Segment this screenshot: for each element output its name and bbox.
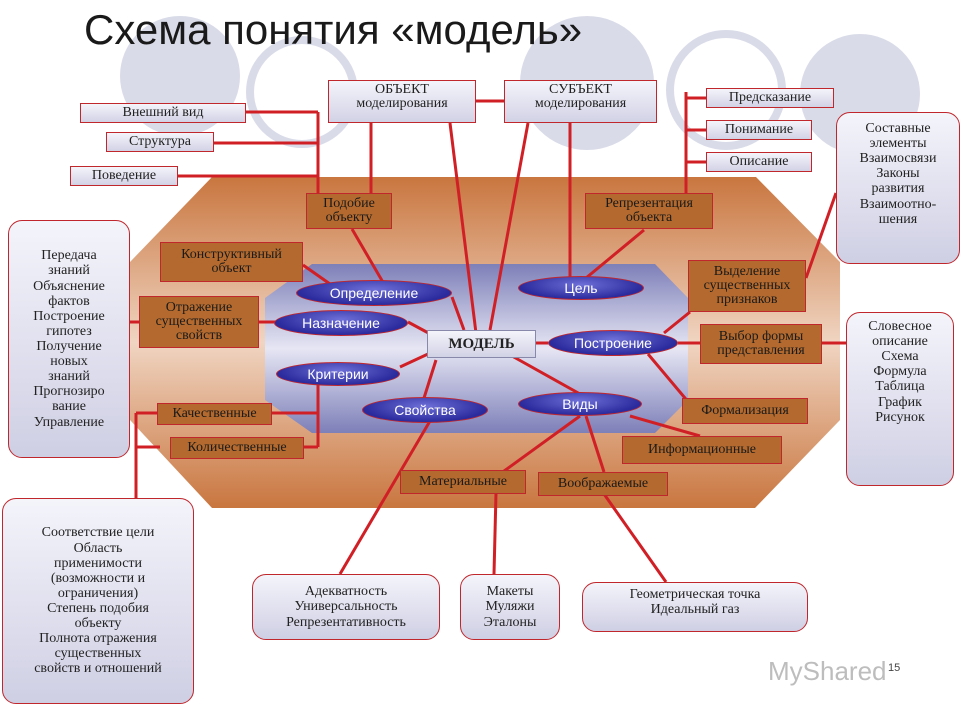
imaginary-box: Воображаемые bbox=[538, 472, 668, 496]
page-title: Схема понятия «модель» bbox=[84, 6, 583, 53]
purpose-oval: Назначение bbox=[274, 310, 408, 336]
types-oval: Виды bbox=[518, 392, 642, 416]
representation-box: Репрезентация объекта bbox=[585, 193, 713, 229]
forms-panel: Словесное описание Схема Формула Таблица… bbox=[846, 312, 954, 486]
similarity-box: Подобие объекту bbox=[306, 193, 392, 229]
components-panel: Составные элементы Взаимосвязи Законы ра… bbox=[836, 112, 960, 264]
appearance-label: Внешний вид bbox=[80, 103, 246, 123]
informational-box: Информационные bbox=[622, 436, 782, 464]
properties-list-panel: Адекватность Универсальность Репрезентат… bbox=[252, 574, 440, 640]
properties-oval: Свойства bbox=[362, 397, 488, 423]
behavior-label: Поведение bbox=[70, 166, 178, 186]
object-box: ОБЪЕКТ моделирования bbox=[328, 80, 476, 123]
watermark-logo: MyShared bbox=[768, 656, 887, 686]
selection-box: Выделение существенных признаков bbox=[688, 260, 806, 312]
material-list-panel: Макеты Муляжи Эталоны bbox=[460, 574, 560, 640]
constructive-object-box: Конструктивный объект bbox=[160, 242, 303, 282]
page-number: 15 bbox=[888, 662, 901, 674]
structure-label: Структура bbox=[106, 132, 214, 152]
formalization-box: Формализация bbox=[682, 398, 808, 424]
material-box: Материальные bbox=[400, 470, 526, 494]
criteria-list-panel: Соответствие цели Область применимости (… bbox=[2, 498, 194, 704]
imaginary-list-panel: Геометрическая точка Идеальный газ bbox=[582, 582, 808, 632]
definition-oval: Определение bbox=[296, 280, 452, 306]
form-choice-box: Выбор формы представления bbox=[700, 324, 822, 364]
reflection-box: Отражение существенных свойств bbox=[139, 296, 259, 348]
model-center-box: МОДЕЛЬ bbox=[427, 330, 536, 358]
qualitative-box: Качественные bbox=[157, 403, 272, 425]
construction-oval: Построение bbox=[548, 330, 678, 356]
description-label: Описание bbox=[706, 152, 812, 172]
subject-box: СУБЪЕКТ моделирования bbox=[504, 80, 657, 123]
criteria-oval: Критерии bbox=[276, 362, 400, 386]
uses-panel: Передача знаний Объяснение фактов Постро… bbox=[8, 220, 130, 458]
quantitative-box: Количественные bbox=[170, 437, 304, 459]
understanding-label: Понимание bbox=[706, 120, 812, 140]
goal-oval: Цель bbox=[518, 276, 644, 300]
prediction-label: Предсказание bbox=[706, 88, 834, 108]
